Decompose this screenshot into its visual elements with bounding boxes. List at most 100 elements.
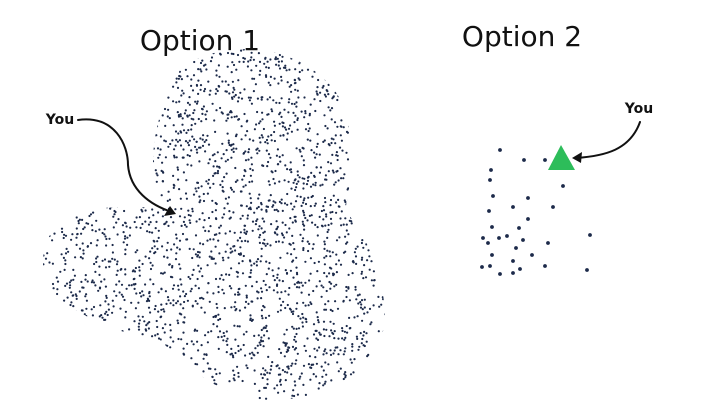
crowd-dot — [167, 380, 170, 383]
crowd-dot — [381, 111, 385, 114]
crowd-dot — [286, 371, 289, 374]
crowd-dot — [335, 201, 338, 204]
crowd-dot — [229, 186, 232, 189]
crowd-dot — [150, 154, 153, 157]
crowd-dot — [255, 64, 258, 67]
crowd-dot — [381, 61, 384, 65]
crowd-dot — [128, 157, 132, 160]
crowd-dot — [39, 129, 41, 131]
crowd-dot — [134, 88, 137, 91]
crowd-dot — [160, 308, 163, 311]
crowd-dot — [290, 57, 293, 60]
crowd-dot — [300, 155, 303, 158]
crowd-dot — [54, 378, 57, 381]
crowd-dot — [186, 163, 189, 166]
crowd-dot — [253, 369, 256, 372]
crowd-dot — [316, 86, 319, 89]
crowd-dot — [346, 93, 349, 96]
crowd-dot — [176, 319, 179, 322]
crowd-dot — [388, 185, 390, 187]
crowd-dot — [295, 101, 298, 104]
crowd-dot — [271, 45, 273, 47]
crowd-dot — [150, 133, 153, 137]
crowd-dot — [105, 94, 109, 97]
crowd-dot — [280, 198, 283, 201]
crowd-dot — [230, 116, 233, 119]
crowd-dot — [270, 139, 273, 142]
crowd-dot — [196, 340, 199, 343]
crowd-dot — [179, 295, 182, 298]
crowd-dot — [95, 96, 98, 99]
crowd-dot — [176, 168, 180, 171]
crowd-dot — [322, 218, 325, 221]
crowd-dot — [309, 301, 312, 304]
crowd-dot — [356, 94, 359, 98]
crowd-dot — [327, 161, 330, 164]
crowd-dot — [125, 66, 128, 69]
crowd-dot — [58, 197, 61, 200]
crowd-dot — [277, 60, 280, 63]
crowd-dot — [118, 291, 121, 294]
crowd-dot — [335, 283, 338, 286]
crowd-dot — [135, 216, 138, 219]
crowd-dot — [298, 78, 301, 81]
crowd-dot — [59, 270, 62, 273]
crowd-dot — [293, 215, 296, 218]
crowd-dot — [161, 350, 164, 353]
crowd-dot — [378, 39, 380, 41]
crowd-dot — [258, 341, 261, 344]
crowd-dot — [212, 384, 215, 387]
crowd-dot — [173, 243, 176, 246]
crowd-dot — [336, 346, 339, 349]
crowd-dot — [241, 214, 244, 217]
crowd-dot — [307, 363, 310, 366]
crowd-dot — [357, 397, 360, 400]
crowd-dot — [315, 311, 318, 314]
crowd-dot — [213, 153, 216, 156]
crowd-dot — [388, 78, 390, 80]
crowd-dot — [361, 100, 364, 103]
crowd-dot — [205, 139, 208, 142]
crowd-dot — [282, 49, 285, 50]
crowd-dot — [211, 154, 214, 157]
crowd-dot — [70, 279, 73, 282]
crowd-dot — [92, 52, 95, 55]
crowd-dot — [344, 371, 347, 374]
crowd-dot — [92, 333, 95, 336]
crowd-dot — [51, 359, 54, 362]
crowd-dot — [298, 176, 301, 179]
crowd-dot — [141, 222, 144, 226]
crowd-dot — [370, 279, 373, 282]
crowd-dot — [201, 112, 204, 115]
crowd-dots-large — [39, 39, 390, 400]
crowd-dot — [180, 224, 183, 227]
crowd-dot — [214, 368, 217, 371]
crowd-dot — [273, 130, 276, 134]
crowd-dot — [217, 239, 220, 242]
crowd-dot — [281, 209, 284, 212]
crowd-dot — [373, 119, 376, 122]
crowd-dot — [166, 241, 169, 244]
crowd-dot — [140, 63, 144, 66]
crowd-dot — [306, 219, 309, 222]
crowd-dot — [93, 333, 96, 337]
crowd-dot — [198, 270, 201, 273]
crowd-dot — [72, 294, 75, 297]
crowd-dot — [305, 183, 309, 186]
crowd-dot — [81, 218, 84, 221]
crowd-dot — [333, 183, 336, 186]
crowd-dot — [287, 293, 290, 296]
crowd-dot — [169, 361, 172, 364]
option-1-you-arrow — [77, 118, 173, 213]
crowd-dot — [250, 156, 253, 159]
crowd-dot — [107, 260, 110, 263]
crowd-dot — [103, 228, 106, 231]
crowd-dot — [51, 239, 54, 242]
crowd-dot — [85, 314, 88, 318]
crowd-dot — [316, 270, 319, 273]
crowd-dot — [360, 78, 363, 81]
crowd-dot — [214, 245, 217, 248]
crowd-dot — [153, 62, 156, 65]
crowd-dot — [321, 183, 324, 186]
crowd-dot — [160, 194, 163, 197]
